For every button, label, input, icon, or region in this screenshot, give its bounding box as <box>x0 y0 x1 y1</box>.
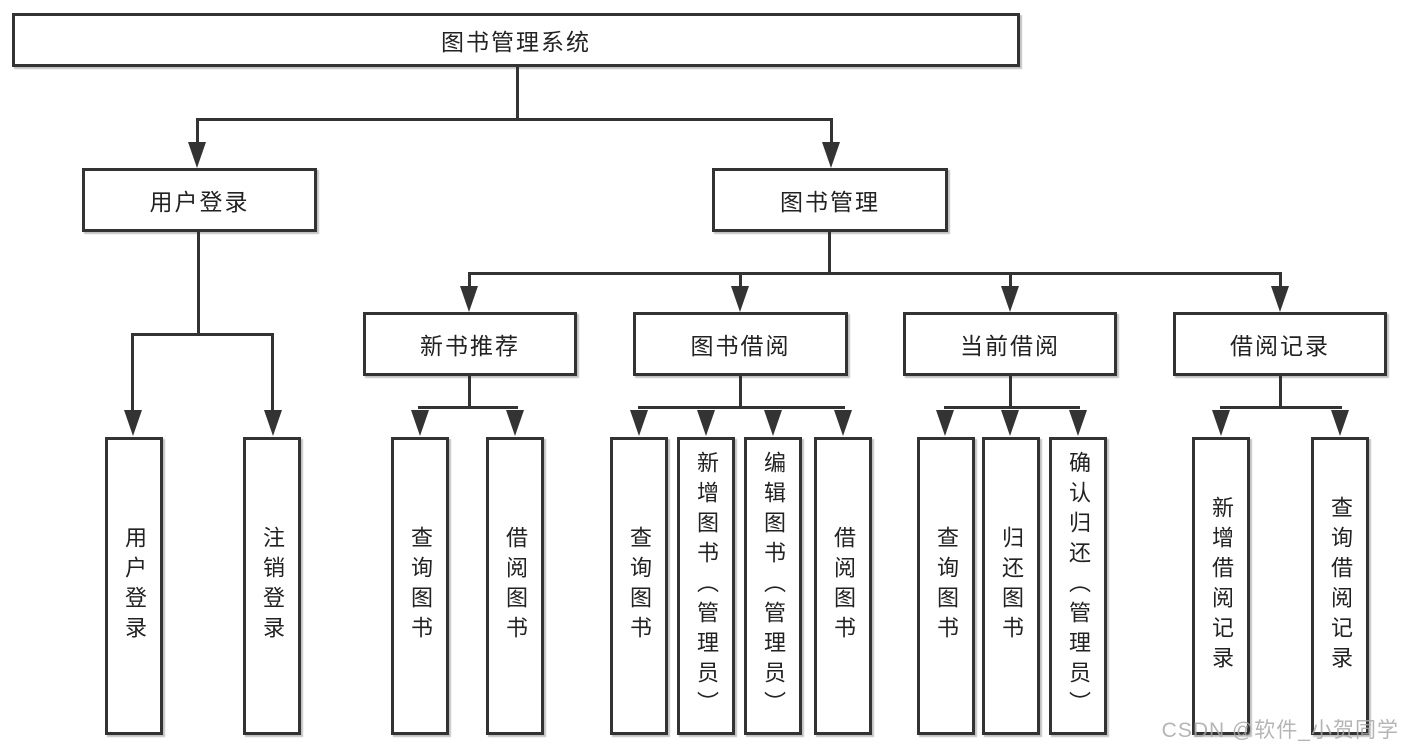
leaf-return-book: 归还图书 <box>982 437 1040 735</box>
arrowhead-leaf-login <box>124 410 142 436</box>
leaf-query-borrow-record: 查询借阅记录 <box>1311 437 1369 735</box>
arrowhead-g5-query-record <box>1331 410 1349 436</box>
connector-root-stub <box>516 67 519 120</box>
node-current-borrow: 当前借阅 <box>903 312 1117 376</box>
arrowhead-g4-confirm-return <box>1069 410 1087 436</box>
arrowhead-book-mgmt <box>822 142 840 168</box>
arrowhead-book-borrow <box>731 286 749 312</box>
connector-book-mgmt-branch <box>468 272 1282 275</box>
leaf-add-book-admin: 新增图书（管理员） <box>677 437 735 735</box>
arrowhead-g2-query-book <box>411 410 429 436</box>
connector-stem-new-book <box>468 272 471 288</box>
leaf-edit-book-admin: 编辑图书（管理员） <box>744 437 802 735</box>
connector-stem-user-login <box>196 118 199 146</box>
leaf-confirm-return-admin: 确认归还（管理员） <box>1049 437 1107 735</box>
connector-new-book-stub <box>468 376 471 409</box>
arrowhead-g4-return-book <box>1001 410 1019 436</box>
connector-book-borrow-branch <box>638 406 845 409</box>
leaf-query-book-2: 查询图书 <box>610 437 668 735</box>
arrowhead-g4-query-book <box>936 410 954 436</box>
arrowhead-new-book <box>460 286 478 312</box>
node-new-book-rec: 新书推荐 <box>363 312 577 376</box>
connector-stem-current-borrow <box>1009 272 1012 288</box>
leaf-user-login: 用户登录 <box>105 437 163 735</box>
connector-borrow-records-stub <box>1279 376 1282 409</box>
leaf-borrow-book-2: 借阅图书 <box>814 437 872 735</box>
leaf-logout: 注销登录 <box>243 437 301 735</box>
arrowhead-user-login <box>188 142 206 168</box>
connector-new-book-branch <box>418 406 518 409</box>
connector-stem-leaf-login <box>131 333 134 411</box>
connector-stem-borrow-records <box>1279 272 1282 288</box>
arrowhead-leaf-logout <box>264 410 282 436</box>
arrowhead-borrow-records <box>1271 286 1289 312</box>
arrowhead-g3-add-book <box>697 410 715 436</box>
connector-stem-book-mgmt <box>830 118 833 146</box>
leaf-query-book-1: 查询图书 <box>391 437 449 735</box>
node-user-login: 用户登录 <box>82 168 317 232</box>
connector-current-borrow-branch <box>944 406 1080 409</box>
connector-current-borrow-stub <box>1009 376 1012 409</box>
node-book-borrow: 图书借阅 <box>633 312 848 376</box>
arrowhead-g5-add-record <box>1212 410 1230 436</box>
csdn-watermark: CSDN @软件_小贺同学 <box>1161 719 1399 742</box>
arrowhead-g3-query-book <box>630 410 648 436</box>
node-root: 图书管理系统 <box>12 13 1020 67</box>
connector-stem-book-borrow <box>739 272 742 288</box>
arrowhead-g3-edit-book <box>764 410 782 436</box>
connector-user-login-stub <box>197 232 200 336</box>
arrowhead-current-borrow <box>1001 286 1019 312</box>
connector-stem-leaf-logout <box>271 333 274 411</box>
connector-borrow-records-branch <box>1220 406 1342 409</box>
node-borrow-records: 借阅记录 <box>1173 312 1387 376</box>
connector-book-borrow-stub <box>739 376 742 409</box>
node-book-mgmt: 图书管理 <box>712 168 948 232</box>
connector-root-branch <box>196 118 833 121</box>
arrowhead-g3-borrow-book <box>834 410 852 436</box>
arrowhead-g2-borrow-book <box>506 410 524 436</box>
connector-book-mgmt-stub <box>828 232 831 275</box>
leaf-add-borrow-record: 新增借阅记录 <box>1192 437 1250 735</box>
leaf-borrow-book-1: 借阅图书 <box>486 437 544 735</box>
leaf-query-book-3: 查询图书 <box>917 437 975 735</box>
connector-user-login-branch <box>131 333 274 336</box>
